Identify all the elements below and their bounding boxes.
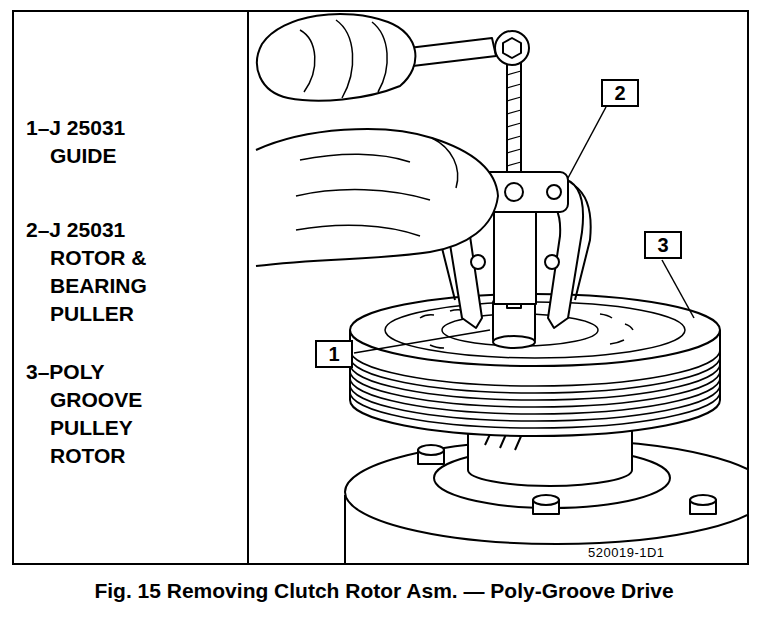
callout-number: 2 <box>614 82 625 104</box>
callout-box: 1 <box>315 340 353 368</box>
leader-line <box>354 107 694 353</box>
screw-thread <box>507 71 521 166</box>
part-legend-item: 1–J 25031 GUIDE <box>26 114 162 170</box>
callout-number: 3 <box>657 234 668 256</box>
part-legend-item: 3–POLY GROOVE PULLEY ROTOR <box>26 358 162 470</box>
figure-caption: Fig. 15 Removing Clutch Rotor Asm. — Pol… <box>34 578 734 603</box>
part-legend-item: 2–J 25031 ROTOR & BEARING PULLER <box>26 216 162 328</box>
compressor-drawing <box>256 14 747 563</box>
figure-number: 520019-1D1 <box>588 545 665 560</box>
panel-divider <box>247 11 249 564</box>
callout-number: 1 <box>328 343 339 365</box>
callout-box: 2 <box>601 79 639 107</box>
callout-box: 3 <box>644 231 682 259</box>
